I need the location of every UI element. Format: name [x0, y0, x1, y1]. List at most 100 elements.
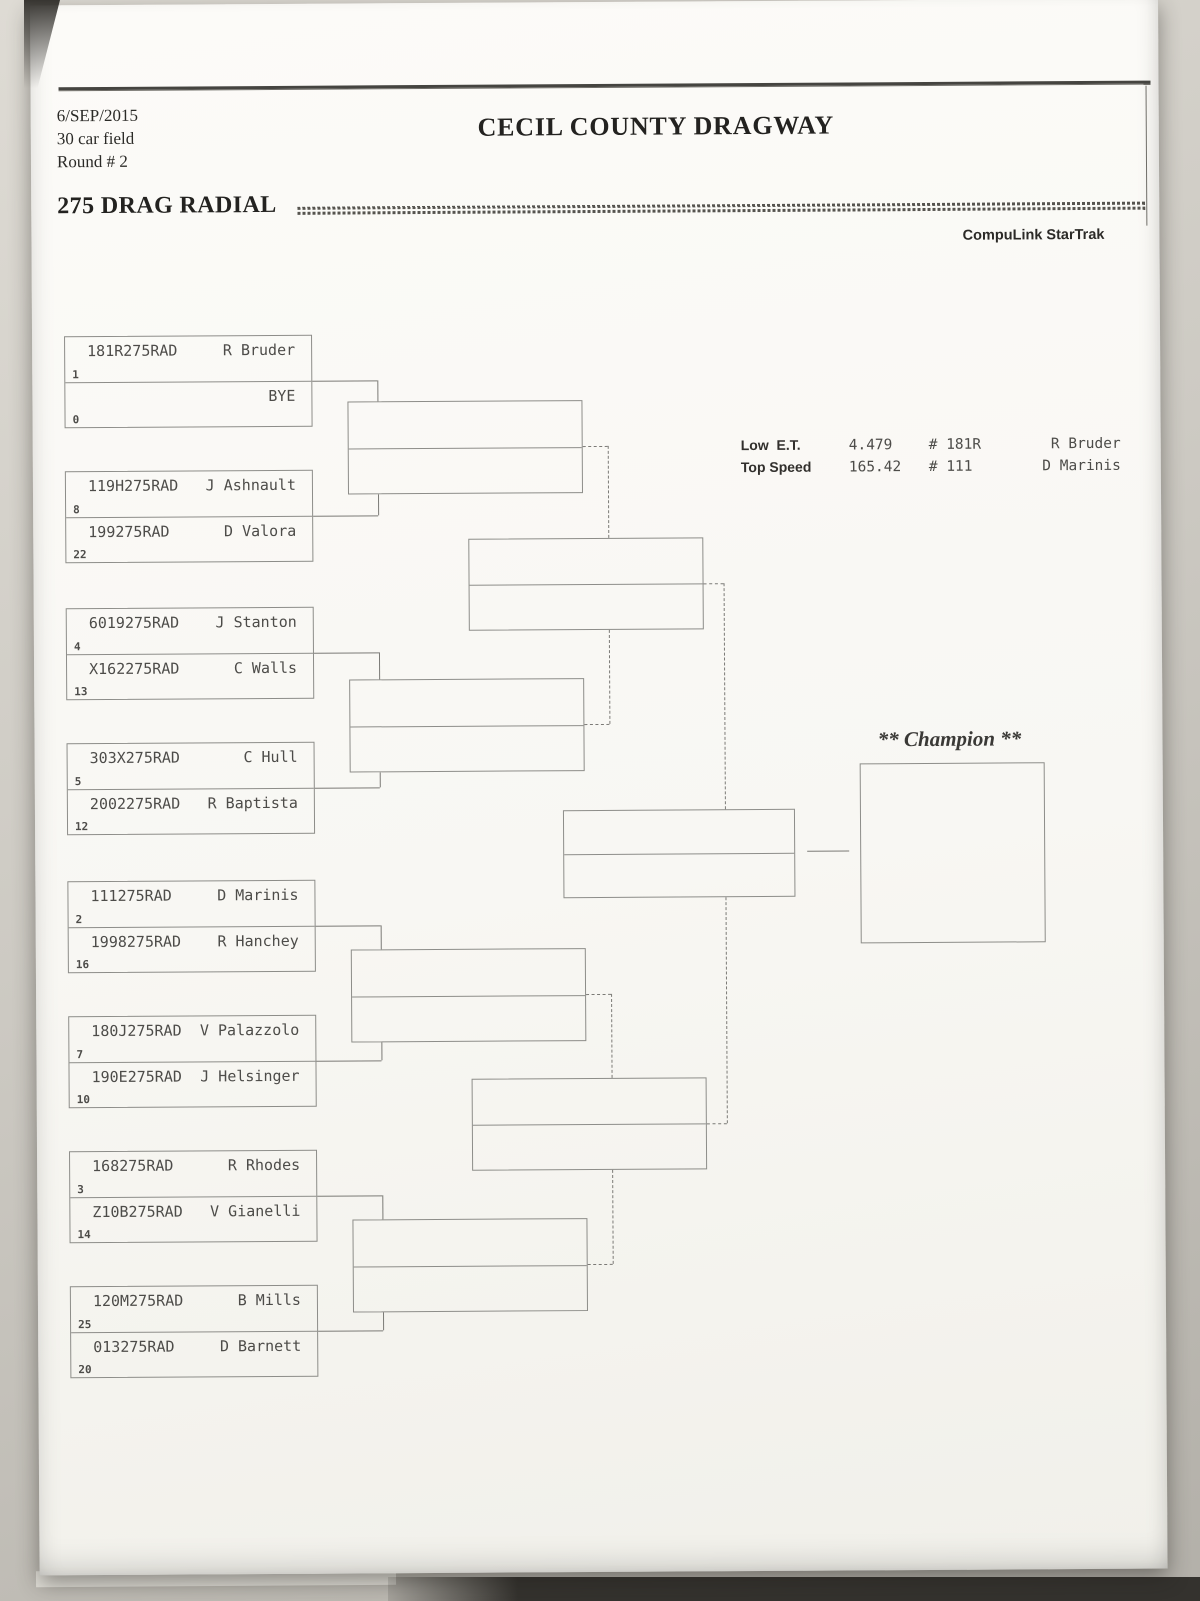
top-speed-car-number: # 111 [928, 459, 973, 476]
lane-number: 7 [76, 1048, 84, 1062]
class-title-rule [297, 201, 1146, 215]
connector-line [315, 925, 381, 927]
car-number: 119H275RAD [87, 476, 179, 496]
connector-line [314, 787, 380, 789]
entry-row: 120M275RAD B Mills [71, 1286, 317, 1311]
box-divider [564, 852, 795, 856]
driver-name: D Barnett [219, 1336, 302, 1356]
lane-number: 0 [72, 413, 80, 427]
lane-number: 12 [74, 820, 89, 834]
connector-line-dashed [608, 629, 611, 724]
bracket-entry: 111275RAD D Marinis 2 [68, 881, 314, 928]
connector-line [313, 515, 379, 517]
connector-line [313, 652, 379, 654]
lane-number: 3 [77, 1183, 84, 1197]
low-et-value: 4.479 [848, 437, 893, 454]
connector-line [381, 1042, 383, 1061]
bracket-pairing-6: 180J275RAD V Palazzolo 7 190E275RAD J He… [68, 1014, 317, 1109]
bracket-pairing-1: 181R275RAD R Bruder 1 BYE 0 [64, 334, 313, 429]
round2-box-3 [350, 948, 587, 1043]
bracket-pairing-4: 303X275RAD C Hull 5 2002275RAD R Baptist… [66, 741, 316, 836]
top-speed-row: Top Speed 165.42 # 111 D Marinis [741, 455, 1121, 480]
car-number: X162275RAD [89, 659, 180, 679]
car-number: 181R275RAD [87, 341, 178, 361]
driver-name: B Mills [237, 1290, 301, 1310]
entry-row: 181R275RAD R Bruder [65, 336, 311, 361]
connector-line [382, 1195, 384, 1220]
right-margin-rule [1145, 85, 1148, 226]
lane-number: 1 [72, 368, 79, 382]
driver-name: R Bruder [222, 340, 296, 360]
car-number: 180J275RAD [91, 1021, 182, 1041]
bracket-entry: 180J275RAD V Palazzolo 7 [69, 1016, 315, 1063]
lane-number: 2 [75, 913, 83, 927]
connector-line [383, 1312, 385, 1331]
paper-sheet: 6/SEP/2015 30 car field Round # 2 CECIL … [30, 0, 1168, 1576]
connector-line [807, 850, 850, 852]
box-divider [348, 446, 582, 450]
lane-number: 14 [77, 1228, 91, 1242]
lane-number: 10 [76, 1093, 90, 1107]
bracket-pairing-2: 119H275RAD J Ashnault 8 199275RAD D Valo… [64, 469, 314, 564]
timing-brand: CompuLink StarTrak [962, 226, 1105, 244]
entry-row: 180J275RAD V Palazzolo [69, 1016, 315, 1041]
driver-name: V Gianelli [210, 1201, 301, 1221]
car-number: 120M275RAD [92, 1291, 184, 1311]
car-number: 199275RAD [88, 522, 170, 542]
desk-shadow [388, 1577, 1200, 1601]
lane-number: 22 [73, 548, 87, 562]
bracket-entry: Z10B275RAD V Gianelli 14 [70, 1195, 317, 1243]
round2-box-2 [349, 678, 585, 773]
event-date: 6/SEP/2015 [56, 105, 138, 126]
lane-number: 16 [75, 958, 90, 972]
connector-line-dashed [706, 1123, 727, 1125]
driver-name: J Stanton [215, 612, 297, 632]
stats-panel: Low E.T. 4.479 # 181R R Bruder Top Speed… [741, 433, 1121, 480]
lane-number: 25 [78, 1318, 92, 1332]
car-number: Z10B275RAD [92, 1202, 183, 1222]
bracket-entry: 120M275RAD B Mills 25 [71, 1286, 317, 1333]
bracket-entry: 199275RAD D Valora 22 [66, 515, 313, 563]
driver-name: D Marinis [217, 885, 299, 905]
connector-line-dashed [584, 723, 610, 726]
semifinal-box-2 [471, 1077, 708, 1171]
track-title: CECIL COUNTY DRAGWAY [477, 110, 835, 142]
driver-name: R Rhodes [227, 1155, 301, 1175]
entry-row: Z10B275RAD V Gianelli [70, 1197, 316, 1222]
connector-line-dashed [725, 897, 728, 1124]
driver-name: J Ashnault [205, 475, 296, 495]
car-number: 1998275RAD [90, 932, 182, 952]
car-number: 2002275RAD [89, 794, 181, 814]
bracket-entry: 6019275RAD J Stanton 4 [67, 608, 313, 655]
top-double-rule [58, 80, 1151, 92]
box-divider [353, 1264, 587, 1267]
connector-line-dashed [703, 583, 724, 585]
entry-row: 6019275RAD J Stanton [67, 608, 313, 633]
low-et-label: Low E.T. [740, 436, 801, 454]
bracket-entry: 1998275RAD R Hanchey 16 [68, 925, 315, 973]
round2-box-1 [347, 400, 583, 495]
car-number: 303X275RAD [89, 748, 180, 768]
connector-line-dashed [586, 993, 612, 996]
class-title: 275 DRAG RADIAL [57, 191, 277, 220]
driver-name: V Palazzolo [199, 1020, 300, 1040]
entry-row: X162275RAD C Walls [67, 654, 313, 679]
low-et-row: Low E.T. 4.479 # 181R R Bruder [741, 433, 1121, 458]
bracket-entry: X162275RAD C Walls 13 [66, 652, 314, 700]
connector-line [317, 1195, 383, 1197]
low-et-driver: R Bruder [1050, 435, 1121, 453]
bracket-entry: 190E275RAD J Helsinger 10 [69, 1060, 316, 1108]
final-box [562, 808, 796, 899]
entry-row: 199275RAD D Valora [66, 517, 312, 542]
bracket-entry: 168275RAD R Rhodes 3 [70, 1151, 316, 1198]
bracket-pairing-8: 120M275RAD B Mills 25 013275RAD D Barnet… [69, 1284, 319, 1379]
bracket-entry: 119H275RAD J Ashnault 8 [66, 471, 312, 518]
top-speed-value: 165.42 [848, 459, 902, 476]
driver-name: R Baptista [207, 793, 298, 813]
lane-number: 5 [74, 775, 82, 789]
lane-number: 13 [74, 685, 88, 699]
entry-row: 2002275RAD R Baptista [68, 789, 314, 814]
driver-name: BYE [268, 386, 296, 405]
champion-box [859, 762, 1046, 944]
field-size: 30 car field [56, 128, 135, 149]
